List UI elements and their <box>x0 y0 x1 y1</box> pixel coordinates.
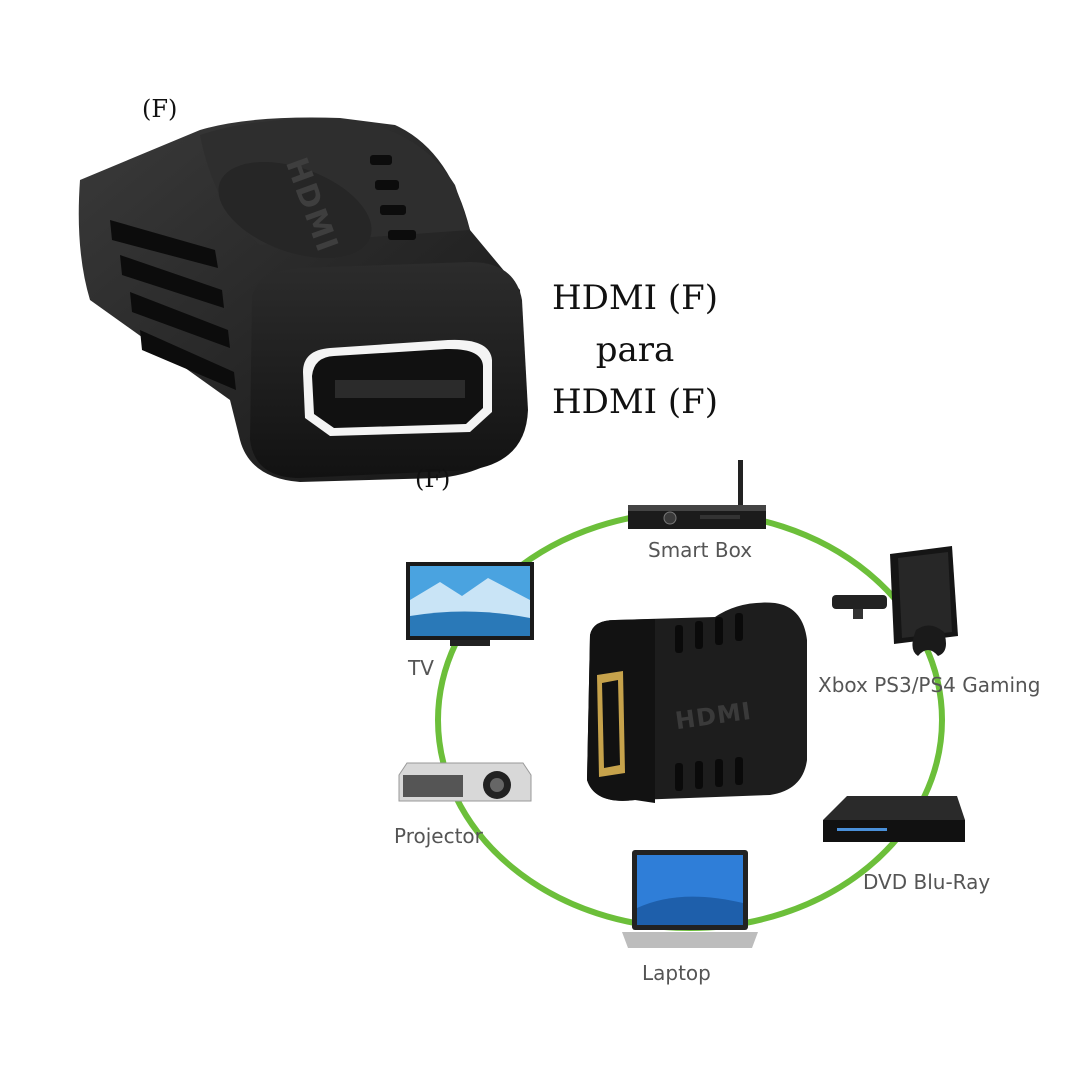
device-label-xbox: Xbox PS3/PS4 Gaming <box>818 673 1041 697</box>
connector-label-bottom: (F) <box>415 465 451 493</box>
device-laptop: Laptop <box>620 848 760 988</box>
device-label-laptop: Laptop <box>642 961 711 985</box>
headline-line1: HDMI (F) <box>551 278 719 318</box>
headline: HDMI (F) para HDMI (F) <box>540 272 730 428</box>
connector-label-left: (F) <box>142 95 178 123</box>
device-label-tv: TV <box>408 656 434 680</box>
game-console-icon <box>832 546 958 656</box>
headline-line2: para <box>595 330 675 370</box>
projector-icon <box>398 762 532 802</box>
set-top-box-icon <box>628 460 766 529</box>
hdmi-coupler-small-icon <box>587 602 807 803</box>
dvd-player-icon <box>823 796 965 842</box>
device-label-dvd: DVD Blu-Ray <box>863 870 991 894</box>
device-smart-box: Smart Box <box>620 455 780 565</box>
tv-icon <box>406 562 534 646</box>
laptop-icon <box>622 850 758 948</box>
headline-line3: HDMI (F) <box>551 382 719 422</box>
device-projector: Projector <box>390 755 540 855</box>
device-dvd: DVD Blu-Ray <box>815 790 990 900</box>
device-tv: TV <box>400 560 540 685</box>
device-label-projector: Projector <box>394 824 483 848</box>
device-label-smart-box: Smart Box <box>648 538 753 562</box>
device-xbox: Xbox PS3/PS4 Gaming <box>810 540 1050 710</box>
